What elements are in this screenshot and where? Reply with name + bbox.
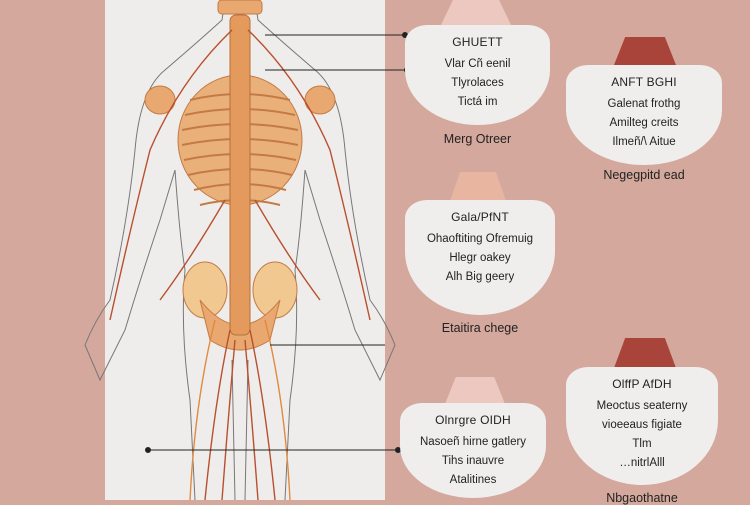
card-line: Vlar Cñ eenil	[444, 58, 511, 70]
spine	[229, 14, 251, 336]
card-tab	[440, 0, 512, 27]
card-tab	[614, 37, 676, 65]
info-card: Olnrgre OIDH Nasoeñ hirne gatlery Tihs i…	[400, 403, 546, 498]
card-title: OlffP AfDH	[612, 377, 672, 391]
card-line: Galenat frothg	[607, 98, 681, 110]
card-line: Hlegr oakey	[449, 252, 511, 264]
card-line: vioeeaus figiate	[602, 419, 682, 431]
card-title: GHUETT	[452, 35, 503, 49]
body-outline	[84, 0, 396, 500]
card-caption: Negegpitd ead	[603, 168, 685, 182]
card-line: Alh Big geery	[445, 271, 515, 283]
card-line: Atalitines	[449, 474, 497, 486]
card-title: Olnrgre OIDH	[435, 413, 511, 427]
card-line: Ohaoftiting Ofremuig	[426, 233, 534, 245]
card-title: Gala/PfNT	[451, 210, 509, 224]
card-tab	[450, 172, 506, 201]
card-caption: Merg Otreer	[443, 132, 512, 146]
card-caption: Nbgaothatne	[606, 491, 678, 505]
card-title: ANFT BGHI	[611, 75, 677, 89]
info-card: OlffP AfDH Meoctus seaterny vioeeaus fig…	[566, 367, 718, 485]
card-line: Tlm	[632, 438, 652, 450]
card-tab	[614, 338, 676, 368]
info-card: GHUETT Vlar Cñ eenil Tlyrolaces Tictá im	[405, 25, 550, 125]
card-line: Tictá im	[457, 96, 498, 108]
card-line: Amilteg creits	[609, 117, 679, 129]
info-card: ANFT BGHI Galenat frothg Amilteg creits …	[566, 65, 722, 165]
card-line: Tihs inauvre	[441, 455, 505, 467]
card-line: Nasoeñ hirne gatlery	[419, 436, 527, 448]
card-caption: Etaitira chege	[441, 321, 519, 335]
leader-lines	[145, 32, 410, 453]
card-line: Ilmeñ/\ Aitue	[612, 136, 676, 148]
card-line: Meoctus seaterny	[596, 400, 688, 412]
card-line: …nitrlAlll	[619, 457, 665, 469]
card-tab	[445, 377, 505, 404]
info-card: Gala/PfNT Ohaoftiting Ofremuig Hlegr oak…	[405, 200, 555, 315]
card-line: Tlyrolaces	[451, 77, 504, 89]
nerves	[109, 29, 371, 500]
